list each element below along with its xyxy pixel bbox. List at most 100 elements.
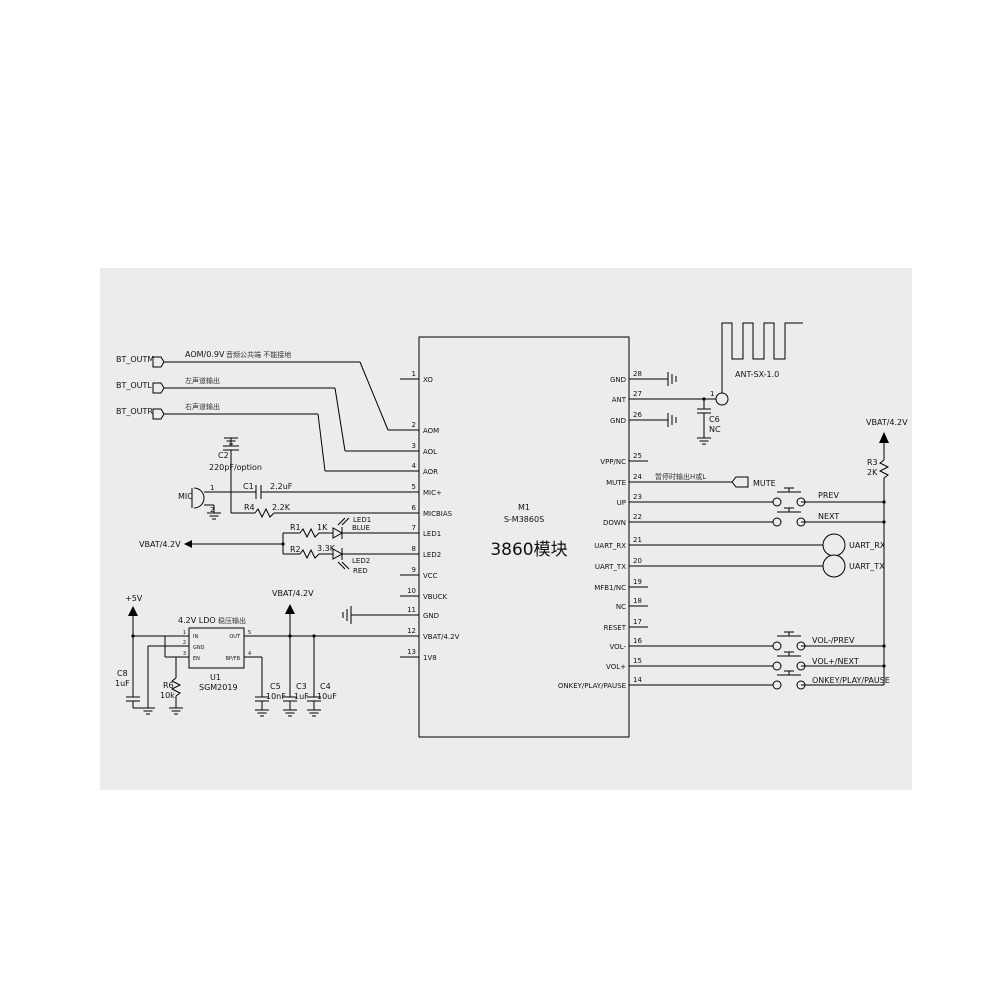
r6-ref: R6 [163,681,174,690]
module-pin-21-number: 21 [633,536,642,544]
c1-value: 2.2uF [270,482,293,491]
module-pin-26-name: GND [610,417,626,425]
module-pin-2-name: AOM [423,427,439,435]
vbat-right-arrow [879,432,889,443]
mic-circuit: C2 220pF/option MIC 1 2 C1 2.2uF R4 2.2K [178,437,400,520]
module-pin-20-name: UART_TX [595,563,626,571]
c4-value: 10uF [317,692,337,701]
left-channel-note: 左声道输出 [185,376,220,385]
module-pin-7-number: 7 [412,524,416,532]
module-pin-18-name: NC [616,603,626,611]
module-pin-23-number: 23 [633,493,642,501]
r3-value: 2K [867,468,878,477]
btn-onkey-label: ONKEY/PLAY/PAUSE [812,676,890,685]
uart-tx-label: UART_TX [849,562,885,571]
uart-tx-pad [822,554,846,578]
r1-ref: R1 [290,523,301,532]
u1-pin-3-name: EN [193,656,200,662]
u1-pin-2-name: GND [193,645,205,651]
module-pin-13-number: 13 [407,648,416,656]
c2-value: 220pF/option [209,463,262,472]
module-pin-1-name: XO [423,376,433,384]
led1-label: LED1 [353,516,371,524]
port-bt-outl [152,382,165,394]
u1-pin-5-number: 5 [248,630,251,636]
antenna-trace-icon [721,322,803,393]
vbat-left-label: VBAT/4.2V [139,540,181,549]
module-pin-1-number: 1 [412,370,416,378]
btn-vol-prev-label: VOL-/PREV [812,636,855,645]
module-pin-16-name: VOL- [610,643,627,651]
module-pin-15-name: VOL+ [606,663,626,671]
module-pin-27-number: 27 [633,390,642,398]
mute-note: 暂停时输出H或L [655,472,706,481]
plus5v-label: +5V [125,594,143,603]
r1-resistor [299,527,320,539]
c3-ref: C3 [296,682,307,691]
module-pin-25-name: VPP/NC [600,458,626,466]
r3-ref: R3 [867,458,878,467]
module-pin-13-name: 1V8 [423,654,437,662]
module-pin-18-number: 18 [633,597,642,605]
uart-rx-label: UART_RX [849,541,886,550]
module-pin-20-number: 20 [633,557,642,565]
module-pin-12-number: 12 [407,627,416,635]
schematic-sheet [100,268,912,790]
c6-ref: C6 [709,415,720,424]
module-pin-24-number: 24 [633,473,642,481]
c2-ref: C2 [218,451,229,460]
u1-pin-4-name: BP/FB [226,656,241,662]
aom-note-cn: 音频公共端 不能接地 [226,350,291,359]
u1-pin-2-number: 2 [183,640,186,646]
module-pin-14-name: ONKEY/PLAY/PAUSE [558,682,626,690]
u1-pin-1-name: IN [193,634,198,640]
module-pin-22-number: 22 [633,513,642,521]
module-pin-5-number: 5 [412,483,416,491]
port-bt-outr-label: BT_OUTR [116,407,153,416]
module-pin-15-number: 15 [633,657,642,665]
port-mute-label: MUTE [753,479,776,488]
r6-value: 10k [160,691,175,700]
module-pin-12-name: VBAT/4.2V [423,633,460,641]
led1-color: BLUE [352,524,370,532]
module-ref: M1 [518,503,530,512]
module-pin-27-name: ANT [612,396,627,404]
module-pin-3-name: AOL [423,448,437,456]
module-pin-6-number: 6 [412,504,417,512]
btn-vol-next-label: VOL+/NEXT [812,657,859,666]
module-body [418,336,630,738]
mic-pin-1: 1 [210,484,214,492]
uart-rx-pad [822,533,846,557]
module-pin-25-number: 25 [633,452,642,460]
module-pin-19-name: MFB1/NC [594,584,626,592]
module-pin-7-name: LED1 [423,530,441,538]
led1-diode [332,527,344,539]
module-part: S-M3860S [504,515,544,524]
u1-pin-4-number: 4 [248,651,251,657]
module-pin-9-number: 9 [412,566,416,574]
module-pin-3-number: 3 [412,442,416,450]
module-pin-28-number: 28 [633,370,642,378]
r2-value: 3.3K [317,544,336,553]
c5-value: 10nF [266,692,286,701]
c4-ref: C4 [320,682,331,691]
module-pin-10-number: 10 [407,587,416,595]
vbat-ldo-arrow [285,604,295,614]
c5-ref: C5 [270,682,281,691]
module-pin-2-number: 2 [412,421,416,429]
plus5v-arrow [128,606,138,616]
module-left-pins: 1XO2AOM3AOL4AOR5MIC+6MICBIAS7LED18LED29V… [400,370,460,662]
module-pin-6-name: MICBIAS [423,510,453,518]
r4-ref: R4 [244,503,255,512]
port-bt-outr [152,408,165,420]
module-title: 3860模块 [490,540,567,560]
module-pin-22-name: DOWN [603,519,626,527]
u1-pin-1-number: 1 [183,630,186,636]
bt-output-ports: BT_OUTM AOM/0.9V 音频公共端 不能接地 BT_OUTL 左声道输… [116,350,400,472]
module-pin-8-name: LED2 [423,551,441,559]
antenna-circuit: 1 ANT-SX-1.0 C6 NC [648,322,803,445]
mic-icon [193,487,205,509]
u1-pin-3-number: 3 [183,651,186,657]
led2-diode [332,548,344,560]
